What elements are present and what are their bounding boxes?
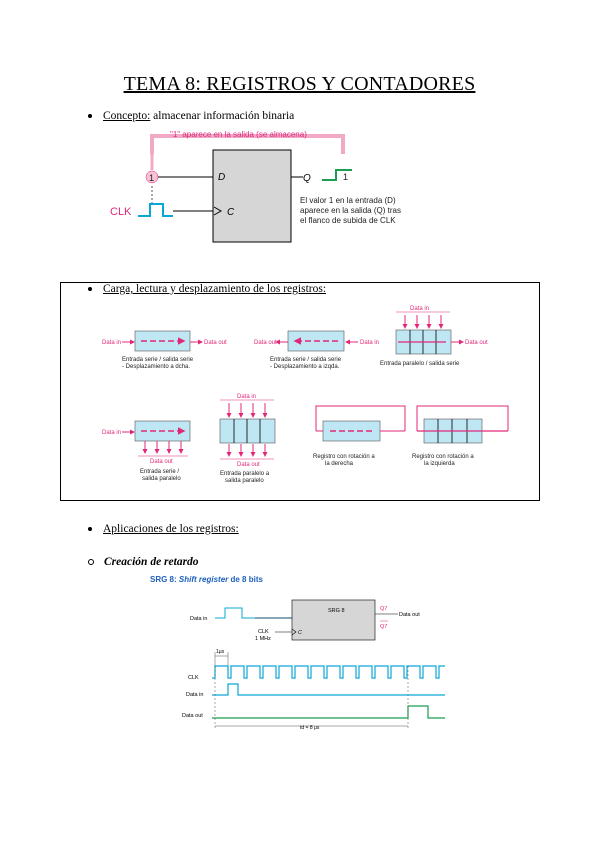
mode-serial-left: Data out Data in Entrada serie / salida … xyxy=(254,330,379,370)
q7n-label: Q7 xyxy=(380,624,387,630)
data-in-label: Data in xyxy=(102,340,121,346)
register-modes-box xyxy=(60,282,540,501)
bullet-dot xyxy=(88,287,92,292)
apps-heading: Aplicaciones de los registros: xyxy=(103,523,239,535)
c-label: C xyxy=(227,207,235,218)
clk-label: CLK xyxy=(110,206,132,218)
delay-subbullet: Creación de retardo xyxy=(88,556,199,568)
caption-1b: - Desplazamiento a dcha. xyxy=(122,364,190,370)
box-heading: Carga, lectura y desplazamiento de los r… xyxy=(103,283,327,295)
clk-wave xyxy=(212,665,445,679)
caption-6a: Registro con rotación a xyxy=(313,454,375,460)
srg-c-label: C xyxy=(298,630,302,636)
caption-3a: Entrada paralelo / salida serie xyxy=(380,361,460,367)
srg-data-out-label: Data out xyxy=(399,612,420,618)
srg-title-c: de 8 bits xyxy=(228,575,263,584)
caption-4b: salida paralelo xyxy=(142,476,181,482)
q7-label: Q7 xyxy=(380,606,387,612)
mode-serial-right: Data in Data out Entrada serie / salida … xyxy=(102,330,227,370)
caption-7a: Registro con rotación a xyxy=(412,454,474,460)
q-waveform xyxy=(322,169,352,181)
shift-register-delay-diagram: Data in SRG 8 Q7 Q7 Data out CLK 1 MHz C… xyxy=(182,599,445,731)
caption-5b: salida paralelo xyxy=(225,478,264,484)
concept-bullet: Concepto: almacenar información binaria xyxy=(88,110,294,122)
srg-title-a: SRG 8: xyxy=(150,575,179,584)
delay-label: td = 8 μs xyxy=(300,725,320,731)
appears-note: "1" aparece en la salida (se almacena) xyxy=(170,130,307,139)
data-in-wave xyxy=(212,683,445,696)
srg-clk-freq: 1 MHz xyxy=(255,636,271,642)
data-out-label: Data out xyxy=(254,340,277,346)
srg-label: SRG 8 xyxy=(328,608,345,614)
delay-heading: Creación de retardo xyxy=(104,556,199,568)
concept-label: Concepto: xyxy=(103,110,151,122)
sig-data-in-label: Data in xyxy=(186,692,203,698)
q-label: Q xyxy=(303,173,311,184)
box-bullet: Carga, lectura y desplazamiento de los r… xyxy=(88,283,326,295)
data-out-label: Data out xyxy=(237,462,260,468)
concept-text: almacenar información binaria xyxy=(150,110,295,122)
srg-title-b: Shift register xyxy=(178,575,229,584)
data-out-label: Data out xyxy=(150,459,173,465)
data-in-label: Data in xyxy=(102,430,121,436)
caption-2b: - Desplazamiento a izqda. xyxy=(270,364,340,370)
data-out-label: Data out xyxy=(465,340,488,346)
data-out-label: Data out xyxy=(204,340,227,346)
srg-data-in-label: Data in xyxy=(190,616,207,622)
rotate-loop xyxy=(416,405,509,431)
d-label: D xyxy=(218,172,225,183)
apps-bullet: Aplicaciones de los registros: xyxy=(88,523,239,535)
caption-line2: aparece en la salida (Q) tras xyxy=(300,206,401,215)
data-in-label: Data in xyxy=(237,394,256,400)
mode-rotate-left: Registro con rotación a la izquierda xyxy=(412,405,509,467)
flipflop-diagram: "1" aparece en la salida (se almacena) 1… xyxy=(110,130,401,243)
clock-triangle xyxy=(213,206,223,216)
mode-parallel-in-parallel-out: Data in Data out Entrada paralelo a sali… xyxy=(219,394,276,484)
caption-5a: Entrada paralelo a xyxy=(220,471,270,477)
data-in-label: Data in xyxy=(410,306,429,312)
sig-clk-label: CLK xyxy=(188,675,199,681)
register-modes-diagram: Data in Data out Entrada serie / salida … xyxy=(102,306,509,484)
rotate-loop xyxy=(315,405,406,431)
data-out-wave xyxy=(212,705,445,719)
srg-clk-triangle xyxy=(291,628,297,636)
srg-title: SRG 8: Shift register de 8 bits xyxy=(150,575,263,584)
caption-4a: Entrada serie / xyxy=(140,469,179,475)
clk-waveform xyxy=(138,203,173,217)
period-label: 1μs xyxy=(216,649,225,655)
flipflop-block xyxy=(212,149,292,243)
caption-7b: la izquierda xyxy=(424,461,455,467)
register-block xyxy=(219,418,276,444)
srg-block xyxy=(291,599,376,641)
bullet-dot xyxy=(88,114,92,119)
caption-6b: la derecha xyxy=(325,461,354,467)
caption-line3: el flanco de subida de CLK xyxy=(300,216,396,225)
caption-2a: Entrada serie / salida serie xyxy=(270,357,342,363)
q-value: 1 xyxy=(343,172,348,182)
srg-clk-label: CLK xyxy=(258,629,269,635)
mode-serial-in-parallel-out: Data in Data out Entrada serie / salida … xyxy=(102,420,191,482)
sig-data-out-label: Data out xyxy=(182,713,203,719)
mode-parallel-in-serial-out: Data in Data out Entrada paralelo / sali… xyxy=(380,306,488,367)
bullet-dot xyxy=(88,527,92,532)
data-in-label: Data in xyxy=(360,340,379,346)
appears-bracket xyxy=(150,134,345,154)
page-title: TEMA 8: REGISTROS Y CONTADORES xyxy=(123,73,476,95)
mode-rotate-right: Registro con rotación a la derecha xyxy=(313,405,406,467)
input-one: 1 xyxy=(149,173,154,183)
caption-1a: Entrada serie / salida serie xyxy=(122,357,194,363)
subbullet-circle xyxy=(88,559,94,566)
srg-input-pulse xyxy=(215,607,292,619)
caption-line1: El valor 1 en la entrada (D) xyxy=(300,196,396,205)
